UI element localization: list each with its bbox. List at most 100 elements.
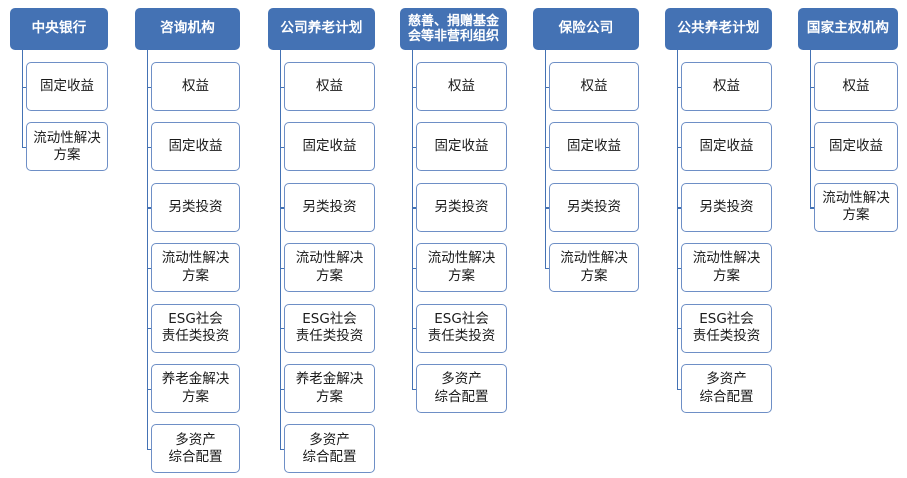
node-label: 流动性解决 方案 [295,250,364,284]
connector-spine-public-pension-plan [677,50,679,389]
node-consulting-institution-3[interactable]: 流动性解决 方案 [151,243,240,293]
node-public-pension-plan-4[interactable]: ESG社会 责任类投资 [681,303,772,353]
node-label: 另类投资 [302,198,357,215]
node-corporate-pension-plan-4[interactable]: ESG社会 责任类投资 [284,303,375,353]
node-label: 流动性解决 方案 [161,250,230,284]
node-consulting-institution-4[interactable]: ESG社会 责任类投资 [151,303,240,353]
connector-stub-public-pension-plan-3 [677,267,681,270]
column-header-charity-endowment-nonprofit[interactable]: 慈善、捐赠基金 会等非营利组织 [400,8,507,50]
connector-spine-consulting-institution [147,50,149,449]
node-corporate-pension-plan-2[interactable]: 另类投资 [284,182,375,232]
node-consulting-institution-1[interactable]: 固定收益 [151,122,240,172]
connector-stub-consulting-institution-6 [147,448,151,451]
connector-stub-central-bank-0 [22,86,26,88]
connector-stub-consulting-institution-2 [147,207,151,209]
connector-stub-sovereign-institution-1 [810,146,814,149]
node-insurance-company-1[interactable]: 固定收益 [549,122,639,172]
node-charity-endowment-nonprofit-2[interactable]: 另类投资 [416,182,507,232]
connector-stub-corporate-pension-plan-0 [280,86,284,88]
node-insurance-company-2[interactable]: 另类投资 [549,182,639,232]
connector-stub-public-pension-plan-4 [677,328,681,330]
node-central-bank-1[interactable]: 流动性解决 方案 [26,122,108,172]
node-corporate-pension-plan-3[interactable]: 流动性解决 方案 [284,243,375,293]
node-label: 多资产 综合配置 [168,431,223,465]
node-label: ESG社会 责任类投资 [295,310,364,345]
node-public-pension-plan-5[interactable]: 多资产 综合配置 [681,364,772,413]
node-label: 另类投资 [434,198,489,215]
column-corporate-pension-plan: 公司养老计划权益固定收益另类投资流动性解决 方案 ESG社会 责任类投资养老金解决… [268,0,375,478]
connector-stub-charity-endowment-nonprofit-1 [412,146,416,149]
connector-spine-charity-endowment-nonprofit [412,50,414,389]
node-label: 养老金解决 方案 [161,371,230,405]
column-header-public-pension-plan[interactable]: 公共养老计划 [665,8,772,50]
node-charity-endowment-nonprofit-0[interactable]: 权益 [416,62,507,111]
column-header-label: 慈善、捐赠基金 会等非营利组织 [407,13,499,44]
node-insurance-company-0[interactable]: 权益 [549,62,639,111]
column-header-consulting-institution[interactable]: 咨询机构 [135,8,240,50]
column-header-label: 中央银行 [31,20,87,37]
connector-stub-consulting-institution-5 [147,388,151,390]
node-label: 养老金解决 方案 [295,371,364,405]
node-charity-endowment-nonprofit-5[interactable]: 多资产 综合配置 [416,364,507,413]
node-label: 固定收益 [829,138,883,155]
connector-stub-corporate-pension-plan-1 [280,146,284,149]
node-label: 另类投资 [567,198,621,215]
node-corporate-pension-plan-5[interactable]: 养老金解决 方案 [284,364,375,413]
connector-stub-insurance-company-2 [545,207,549,209]
node-consulting-institution-2[interactable]: 另类投资 [151,182,240,232]
column-header-central-bank[interactable]: 中央银行 [10,8,108,50]
node-label: 固定收益 [168,138,223,155]
node-label: 流动性解决 方案 [427,250,496,284]
node-label: 多资产 综合配置 [302,431,357,465]
column-charity-endowment-nonprofit: 慈善、捐赠基金 会等非营利组织权益固定收益另类投资流动性解决 方案 ESG社会 责… [400,0,507,478]
column-header-corporate-pension-plan[interactable]: 公司养老计划 [268,8,375,50]
node-label: 固定收益 [40,77,94,94]
node-charity-endowment-nonprofit-1[interactable]: 固定收益 [416,122,507,172]
node-label: 固定收益 [699,138,754,155]
node-charity-endowment-nonprofit-3[interactable]: 流动性解决 方案 [416,243,507,293]
connector-spine-insurance-company [545,50,547,268]
column-header-label: 咨询机构 [160,20,215,37]
connector-stub-consulting-institution-3 [147,267,151,270]
node-corporate-pension-plan-1[interactable]: 固定收益 [284,122,375,172]
column-header-label: 保险公司 [558,20,614,37]
node-insurance-company-3[interactable]: 流动性解决 方案 [549,243,639,293]
node-consulting-institution-5[interactable]: 养老金解决 方案 [151,364,240,413]
node-sovereign-institution-2[interactable]: 流动性解决 方案 [814,182,898,232]
connector-stub-corporate-pension-plan-6 [280,448,284,451]
node-label: 流动性解决 方案 [560,250,628,284]
connector-stub-public-pension-plan-5 [677,388,681,390]
connector-stub-consulting-institution-4 [147,328,151,330]
node-consulting-institution-6[interactable]: 多资产 综合配置 [151,424,240,474]
node-public-pension-plan-1[interactable]: 固定收益 [681,122,772,172]
column-header-sovereign-institution[interactable]: 国家主权机构 [798,8,898,50]
node-label: 流动性解决 方案 [822,190,890,224]
node-label: 权益 [713,77,740,94]
node-public-pension-plan-2[interactable]: 另类投资 [681,182,772,232]
connector-stub-charity-endowment-nonprofit-5 [412,388,416,390]
column-consulting-institution: 咨询机构权益固定收益另类投资流动性解决 方案 ESG社会 责任类投资养老金解决 方… [135,0,240,478]
node-public-pension-plan-3[interactable]: 流动性解决 方案 [681,243,772,293]
column-central-bank: 中央银行固定收益流动性解决 方案 [10,0,108,478]
node-label: 另类投资 [699,198,754,215]
connector-spine-corporate-pension-plan [280,50,282,449]
node-sovereign-institution-0[interactable]: 权益 [814,62,898,111]
connector-stub-charity-endowment-nonprofit-2 [412,207,416,209]
node-sovereign-institution-1[interactable]: 固定收益 [814,122,898,172]
connector-stub-charity-endowment-nonprofit-4 [412,328,416,330]
connector-stub-public-pension-plan-0 [677,86,681,88]
node-consulting-institution-0[interactable]: 权益 [151,62,240,111]
connector-stub-charity-endowment-nonprofit-0 [412,86,416,88]
column-header-label: 公共养老计划 [677,20,760,37]
node-label: ESG社会 责任类投资 [161,310,230,345]
node-label: 固定收益 [434,138,489,155]
node-public-pension-plan-0[interactable]: 权益 [681,62,772,111]
column-header-insurance-company[interactable]: 保险公司 [533,8,639,50]
node-corporate-pension-plan-0[interactable]: 权益 [284,62,375,111]
node-charity-endowment-nonprofit-4[interactable]: ESG社会 责任类投资 [416,303,507,353]
connector-stub-insurance-company-1 [545,146,549,149]
node-corporate-pension-plan-6[interactable]: 多资产 综合配置 [284,424,375,474]
node-label: 固定收益 [567,138,621,155]
node-central-bank-0[interactable]: 固定收益 [26,62,108,111]
